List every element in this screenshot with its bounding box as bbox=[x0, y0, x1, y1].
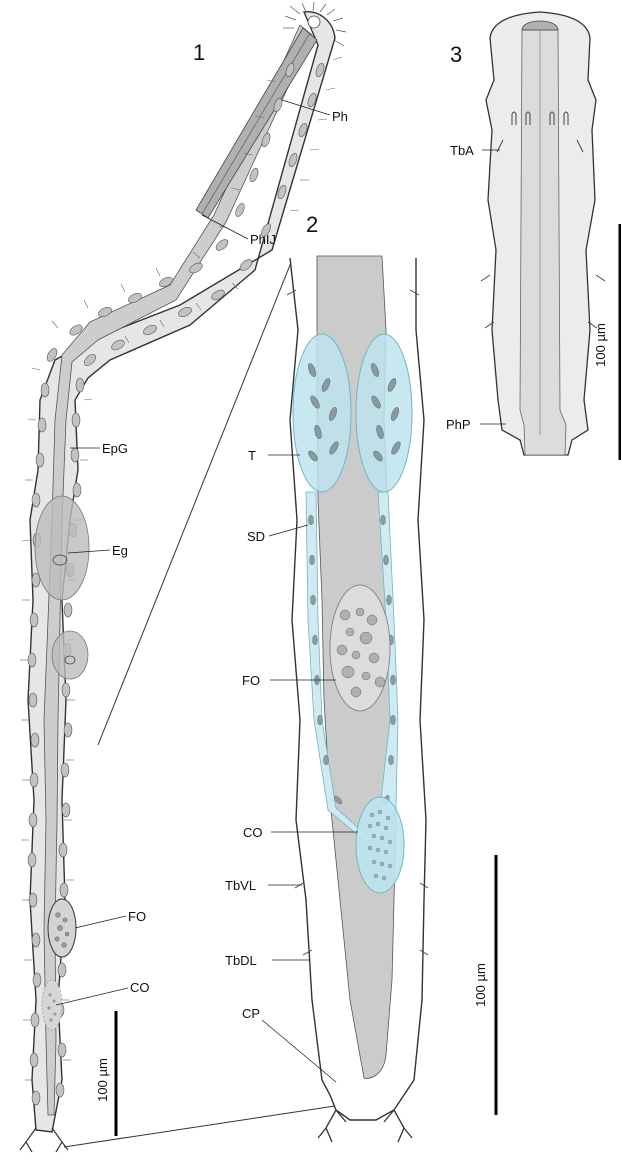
panel-2-testis-left bbox=[293, 334, 351, 492]
panel-number-1: 1 bbox=[193, 40, 205, 65]
label-fo-panel-2: FO bbox=[242, 673, 260, 688]
panel-1-egg-small bbox=[52, 631, 88, 679]
label-cp: CP bbox=[242, 1006, 260, 1021]
label-epg: EpG bbox=[102, 441, 128, 456]
label-phij: PhIJ bbox=[250, 232, 276, 247]
scale-label-2: 100 µm bbox=[473, 963, 488, 1007]
label-sd: SD bbox=[247, 529, 265, 544]
panel-number-3: 3 bbox=[450, 42, 462, 67]
panel-number-2: 2 bbox=[306, 212, 318, 237]
label-tbvl: TbVL bbox=[225, 878, 256, 893]
label-tbdl: TbDL bbox=[225, 953, 257, 968]
label-t: T bbox=[248, 448, 256, 463]
scale-label-3: 100 µm bbox=[593, 323, 608, 367]
panel-1-egg-large bbox=[35, 496, 89, 600]
scale-label-1: 100 µm bbox=[95, 1058, 110, 1102]
panel-2-specimen bbox=[262, 256, 428, 1142]
label-eg: Eg bbox=[112, 543, 128, 558]
label-php: PhP bbox=[446, 417, 471, 432]
label-co-panel-2: CO bbox=[243, 825, 263, 840]
panel-2-testis-right bbox=[356, 334, 412, 492]
label-fo-panel-1: FO bbox=[128, 909, 146, 924]
panel-1-caudal-organ bbox=[42, 980, 62, 1030]
label-tba: TbA bbox=[450, 143, 474, 158]
panel-3-specimen bbox=[480, 12, 605, 455]
label-co-panel-1: CO bbox=[130, 980, 150, 995]
label-ph: Ph bbox=[332, 109, 348, 124]
